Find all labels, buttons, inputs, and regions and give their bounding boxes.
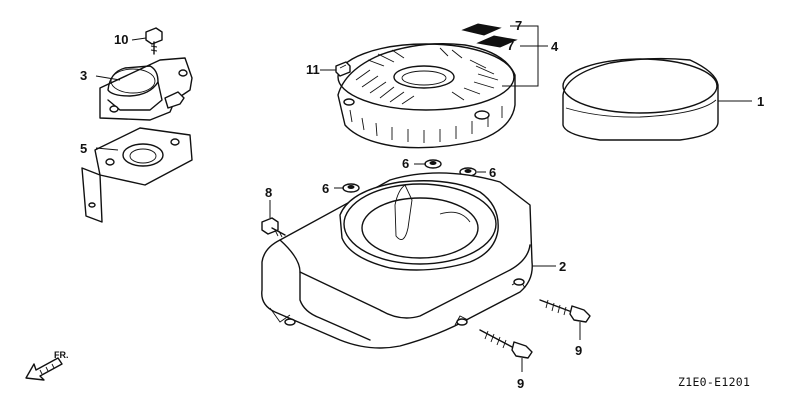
part-1-cylinder-cover [562,57,719,141]
part-9-bolt-bottom [479,329,533,359]
leader-lines [95,25,752,372]
part-7-plates [461,23,518,48]
part-9-bolt-right [539,299,591,323]
front-direction-indicator: FR. [25,350,69,381]
part-5-bracket [81,127,193,223]
callout-labels: 10 3 5 11 7 7 4 1 6 6 6 8 2 9 9 [80,18,764,391]
callout-4: 4 [551,39,559,54]
part-11-bolt [335,61,351,77]
callout-6-left: 6 [322,181,329,196]
part-8-bolt [261,217,286,238]
callout-11: 11 [306,62,320,77]
part-2-fan-cover [261,172,533,349]
callout-8: 8 [265,185,272,200]
callout-9-bottom: 9 [517,376,524,391]
front-arrow-icon [25,357,63,381]
callout-5: 5 [80,141,87,156]
callout-7-lower: 7 [507,38,514,53]
callout-10: 10 [114,32,128,47]
diagram-code: Z1E0-E1201 [678,375,750,389]
callout-3: 3 [80,68,87,83]
part-4-recoil-starter [337,43,516,149]
direction-label: FR. [54,350,69,360]
callout-7-upper: 7 [515,18,522,33]
part-10-bolt [145,27,163,55]
callout-9-right: 9 [575,343,582,358]
callout-1: 1 [757,94,764,109]
callout-6-right: 6 [489,165,496,180]
callout-6-center: 6 [402,156,409,171]
part-3-bracket [99,57,193,121]
callout-2: 2 [559,259,566,274]
